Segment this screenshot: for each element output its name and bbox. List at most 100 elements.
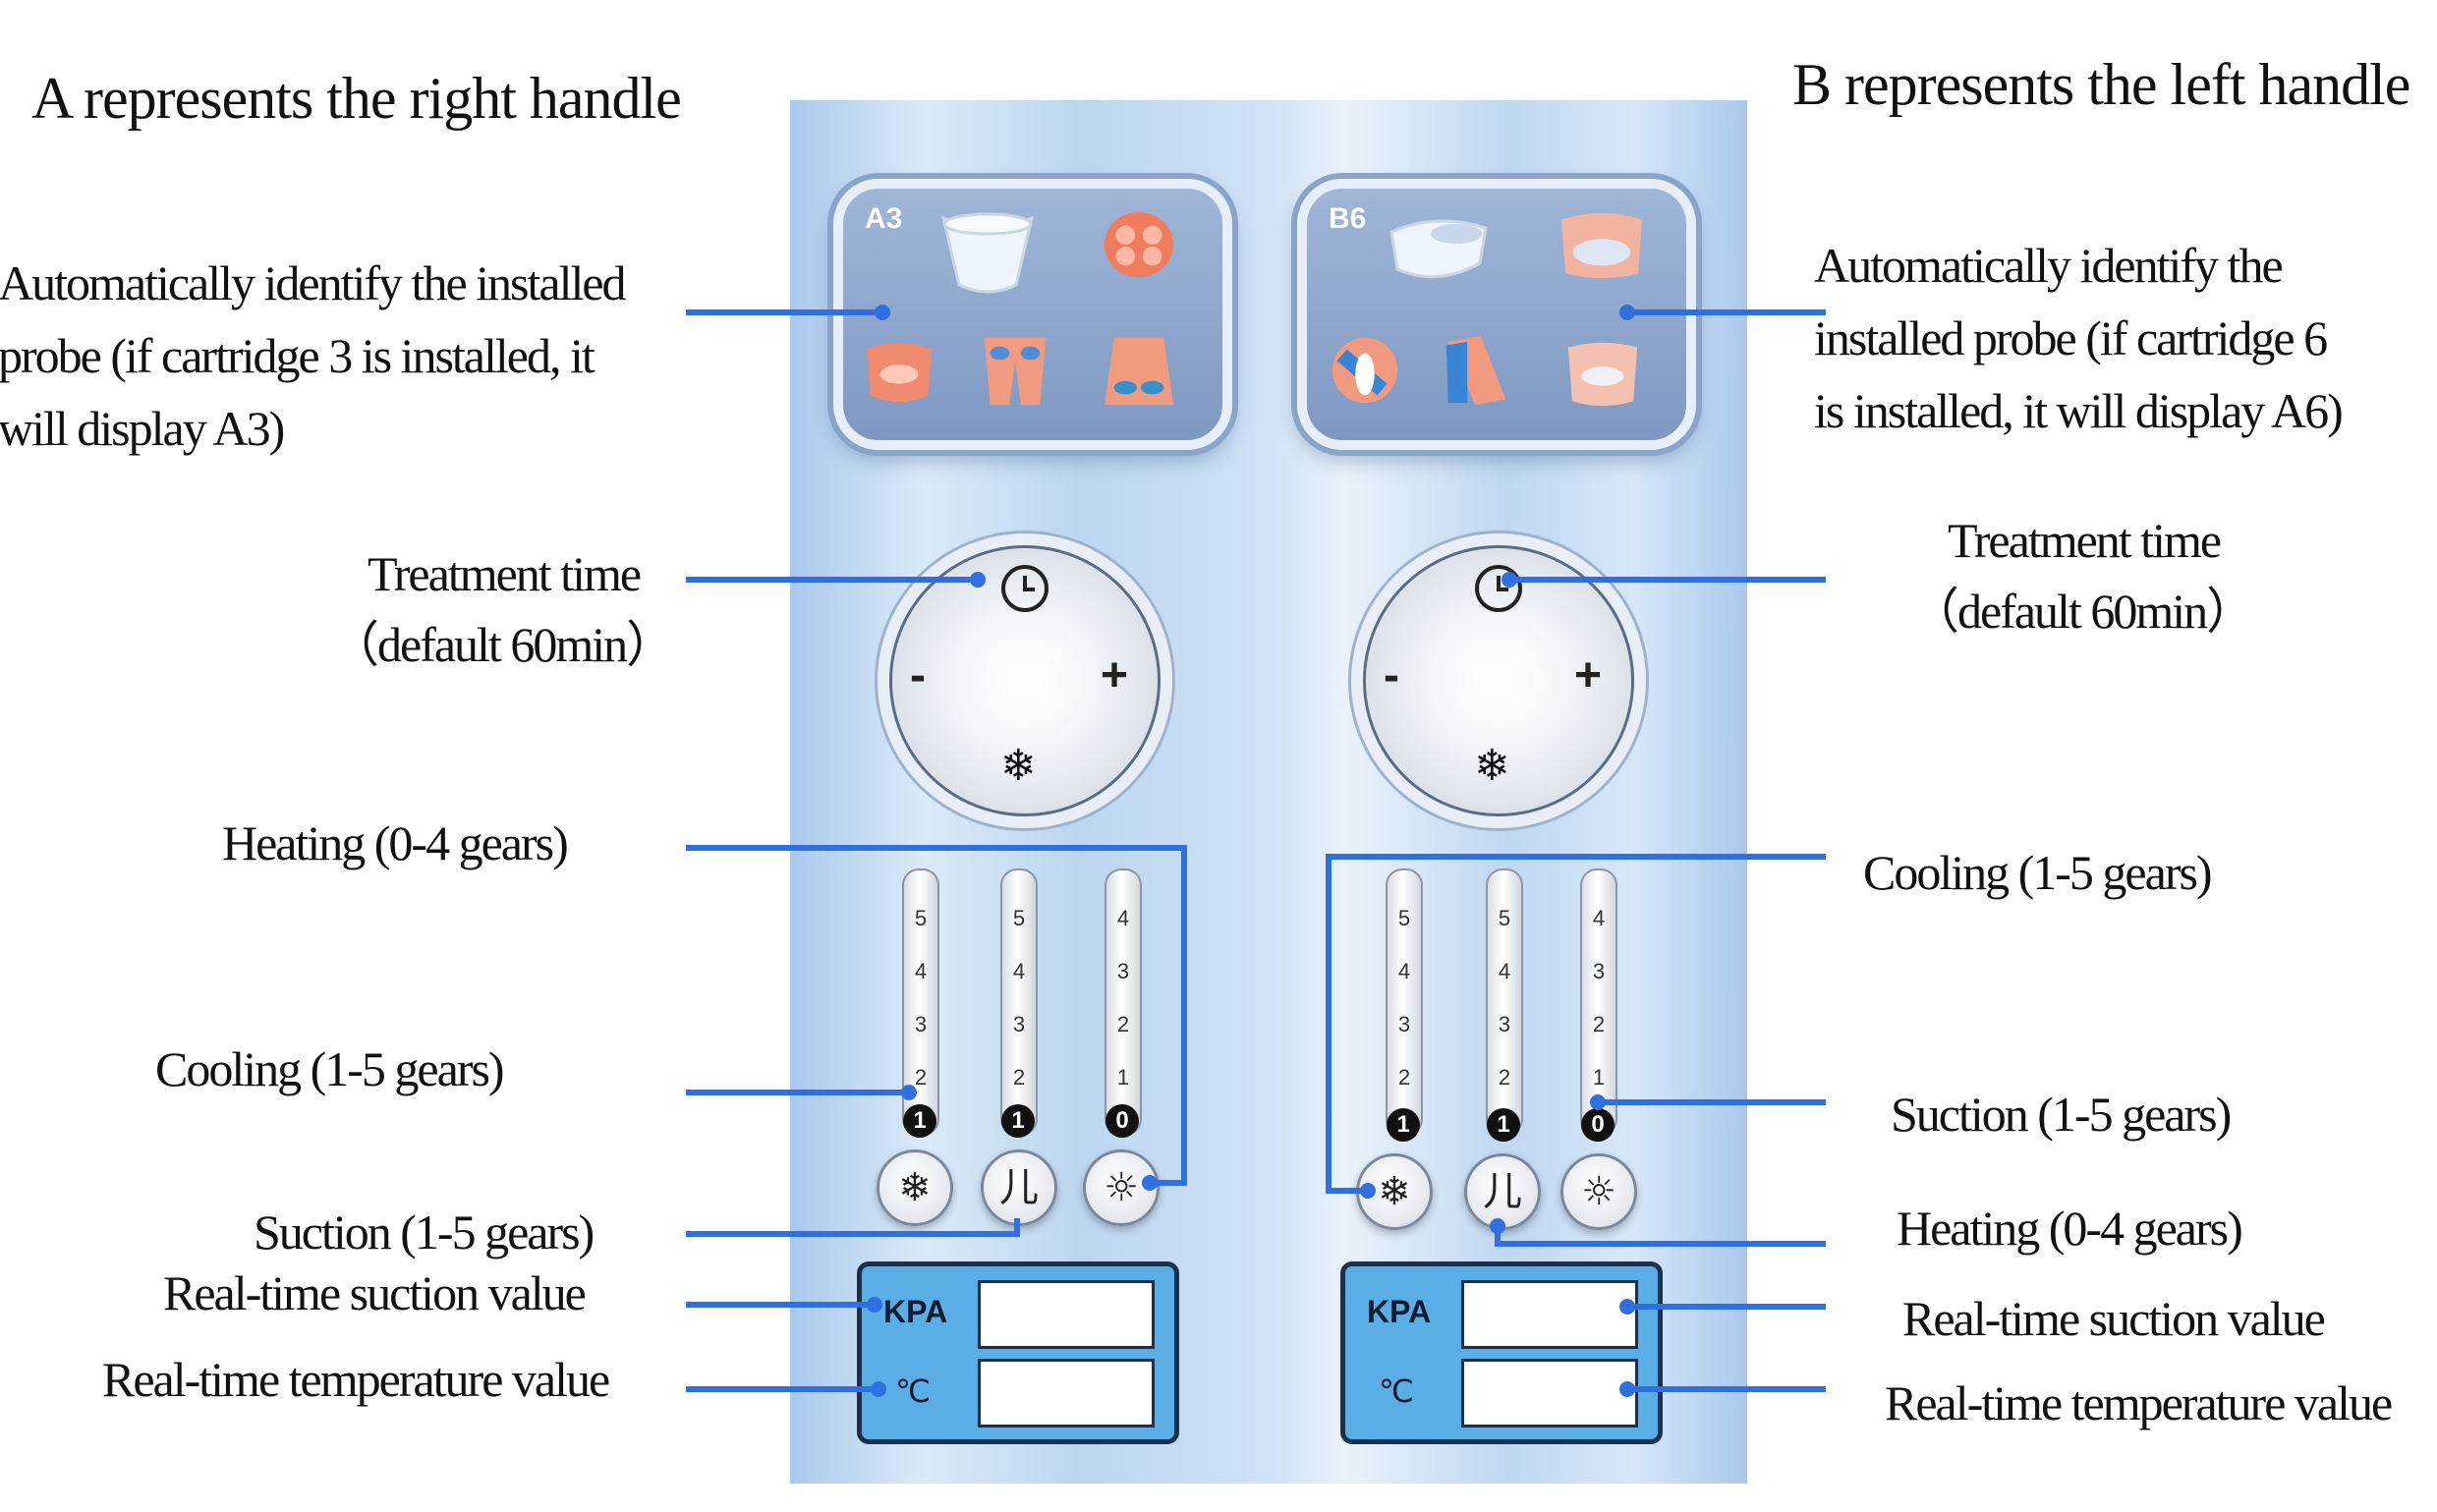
gauge-tick: 5	[914, 906, 928, 930]
label-suction-b: Suction (1-5 gears)	[1891, 1087, 2232, 1142]
label-probe-a-line1: Automatically identify the installed	[0, 255, 627, 310]
temp-value-field-b	[1461, 1359, 1638, 1428]
gauge-tick: 5	[1397, 906, 1411, 930]
gauge-tick: 4	[1012, 959, 1026, 983]
temp-unit-label-b: ℃	[1379, 1373, 1414, 1409]
label-cooling-b: Cooling (1-5 gears)	[1863, 845, 2213, 900]
gauge-tick: 2	[1592, 1012, 1606, 1036]
time-dial-a[interactable]: - + ❄	[889, 545, 1161, 816]
leader-dot	[1490, 1218, 1505, 1234]
leader-dot	[1619, 1299, 1635, 1315]
leader-dot	[871, 1381, 886, 1397]
thigh-zones-icon	[984, 337, 1047, 406]
snowflake-icon: ❄	[1474, 741, 1510, 791]
cooling-knob-a[interactable]: ❄	[877, 1149, 953, 1226]
gauge-tick: 3	[1116, 959, 1130, 983]
heading-left-handle: B represents the left handle	[1792, 52, 2410, 117]
gauge-tick: 2	[1012, 1065, 1026, 1090]
gauge-tick: 2	[1397, 1065, 1411, 1090]
label-time-default-b: （default 60min）	[1910, 584, 2255, 639]
readout-b: KPA ℃	[1340, 1261, 1663, 1444]
probe-display-b: B6	[1297, 179, 1696, 450]
temp-value-field-a	[978, 1359, 1155, 1428]
suction-icon: 儿	[999, 1165, 1039, 1210]
gauge-tick: 5	[1012, 906, 1026, 930]
label-suction-a: Suction (1-5 gears)	[254, 1204, 595, 1260]
suction-unit-label-a: KPA	[883, 1294, 948, 1329]
label-cooling-a: Cooling (1-5 gears)	[155, 1041, 505, 1096]
label-probe-b-line1: Automatically identify the	[1814, 238, 2284, 293]
heating-knob-b[interactable]: ☼	[1560, 1153, 1637, 1230]
gauge-tick: 3	[1397, 1012, 1411, 1036]
decrease-time-button[interactable]: -	[1384, 649, 1399, 701]
label-suction-value-a: Real-time suction value	[163, 1265, 587, 1320]
probe-code-b: B6	[1329, 202, 1367, 235]
sun-icon: ☼	[1104, 1165, 1139, 1210]
snowflake-icon: ❄	[1378, 1169, 1411, 1214]
gauge-tick: 1	[1592, 1065, 1606, 1090]
label-probe-b-line2: installed probe (if cartridge 6	[1814, 310, 2328, 365]
abdomen-zones-icon	[1104, 211, 1174, 278]
leader-dot	[1619, 1381, 1635, 1397]
heating-gauge-a: 4 3 2 1	[1105, 868, 1142, 1136]
gauge-tick: 4	[1498, 959, 1511, 983]
label-heating-a: Heating (0-4 gears)	[222, 815, 569, 870]
label-time-a: Treatment time	[368, 546, 642, 601]
cooling-gauge-a: 5 4 3 2	[902, 868, 939, 1136]
cartridge-applicator-icon	[940, 212, 1035, 294]
label-suction-value-b: Real-time suction value	[1902, 1291, 2326, 1346]
sun-icon: ☼	[1581, 1169, 1616, 1214]
suction-gauge-a: 5 4 3 2	[1000, 868, 1038, 1136]
leader-dot	[970, 572, 986, 588]
label-probe-a-line3: will display A3)	[0, 401, 285, 456]
suction-level-badge-b: 1	[1487, 1108, 1520, 1142]
gauge-tick: 2	[1498, 1065, 1511, 1090]
arm-zone-icon	[1332, 337, 1398, 404]
gauge-tick: 5	[1498, 906, 1511, 930]
belly-zone-icon	[1567, 342, 1638, 407]
gauge-tick: 4	[914, 959, 928, 983]
heating-level-badge-b: 0	[1581, 1108, 1615, 1142]
increase-time-button[interactable]: +	[1574, 649, 1603, 701]
clock-icon	[1001, 565, 1048, 612]
gauge-tick: 3	[1592, 959, 1606, 983]
snowflake-icon: ❄	[898, 1165, 932, 1210]
gauge-tick: 2	[1116, 1012, 1130, 1036]
label-probe-b-line3: is installed, it will display A6)	[1814, 383, 2344, 438]
suction-value-field-b	[1461, 1280, 1638, 1349]
gauge-tick: 2	[914, 1065, 928, 1090]
thigh-zone-icon	[1445, 335, 1506, 406]
leader-cooling-b	[1326, 854, 1826, 1194]
gauge-tick: 3	[914, 1012, 928, 1036]
abdomen-zone-icon	[1561, 212, 1642, 279]
leader-dot	[1142, 1175, 1158, 1191]
snowflake-icon: ❄	[1000, 741, 1037, 791]
cooling-level-badge-b: 1	[1387, 1108, 1420, 1142]
label-time-default-a: （default 60min）	[330, 617, 675, 672]
leader-suction-a	[686, 1218, 1020, 1237]
gauge-tick: 4	[1116, 906, 1130, 930]
leader-heating-b	[1495, 1226, 1826, 1247]
increase-time-button[interactable]: +	[1101, 649, 1129, 701]
gauge-tick: 4	[1592, 906, 1606, 930]
heating-level-badge-a: 0	[1105, 1104, 1139, 1138]
cooling-level-badge-a: 1	[903, 1104, 936, 1138]
decrease-time-button[interactable]: -	[910, 649, 926, 701]
gauge-tick: 3	[1012, 1012, 1026, 1036]
label-heating-b: Heating (0-4 gears)	[1897, 1201, 2243, 1256]
leader-dot	[1619, 305, 1635, 320]
leader-dot	[1502, 572, 1517, 588]
leader-dot	[1590, 1094, 1606, 1110]
leader-heating-a	[686, 845, 1187, 1186]
gauge-tick: 1	[1116, 1065, 1130, 1090]
leader-dot	[867, 1297, 882, 1313]
heating-knob-a[interactable]: ☼	[1083, 1149, 1160, 1226]
waist-zone-icon	[866, 342, 933, 403]
suction-value-field-a	[978, 1280, 1155, 1349]
suction-level-badge-a: 1	[1001, 1104, 1035, 1138]
leader-dot	[901, 1085, 917, 1100]
leader-dot	[1360, 1183, 1376, 1199]
cartridge-applicator-icon	[1389, 219, 1488, 279]
time-dial-b[interactable]: - + ❄	[1363, 545, 1634, 816]
